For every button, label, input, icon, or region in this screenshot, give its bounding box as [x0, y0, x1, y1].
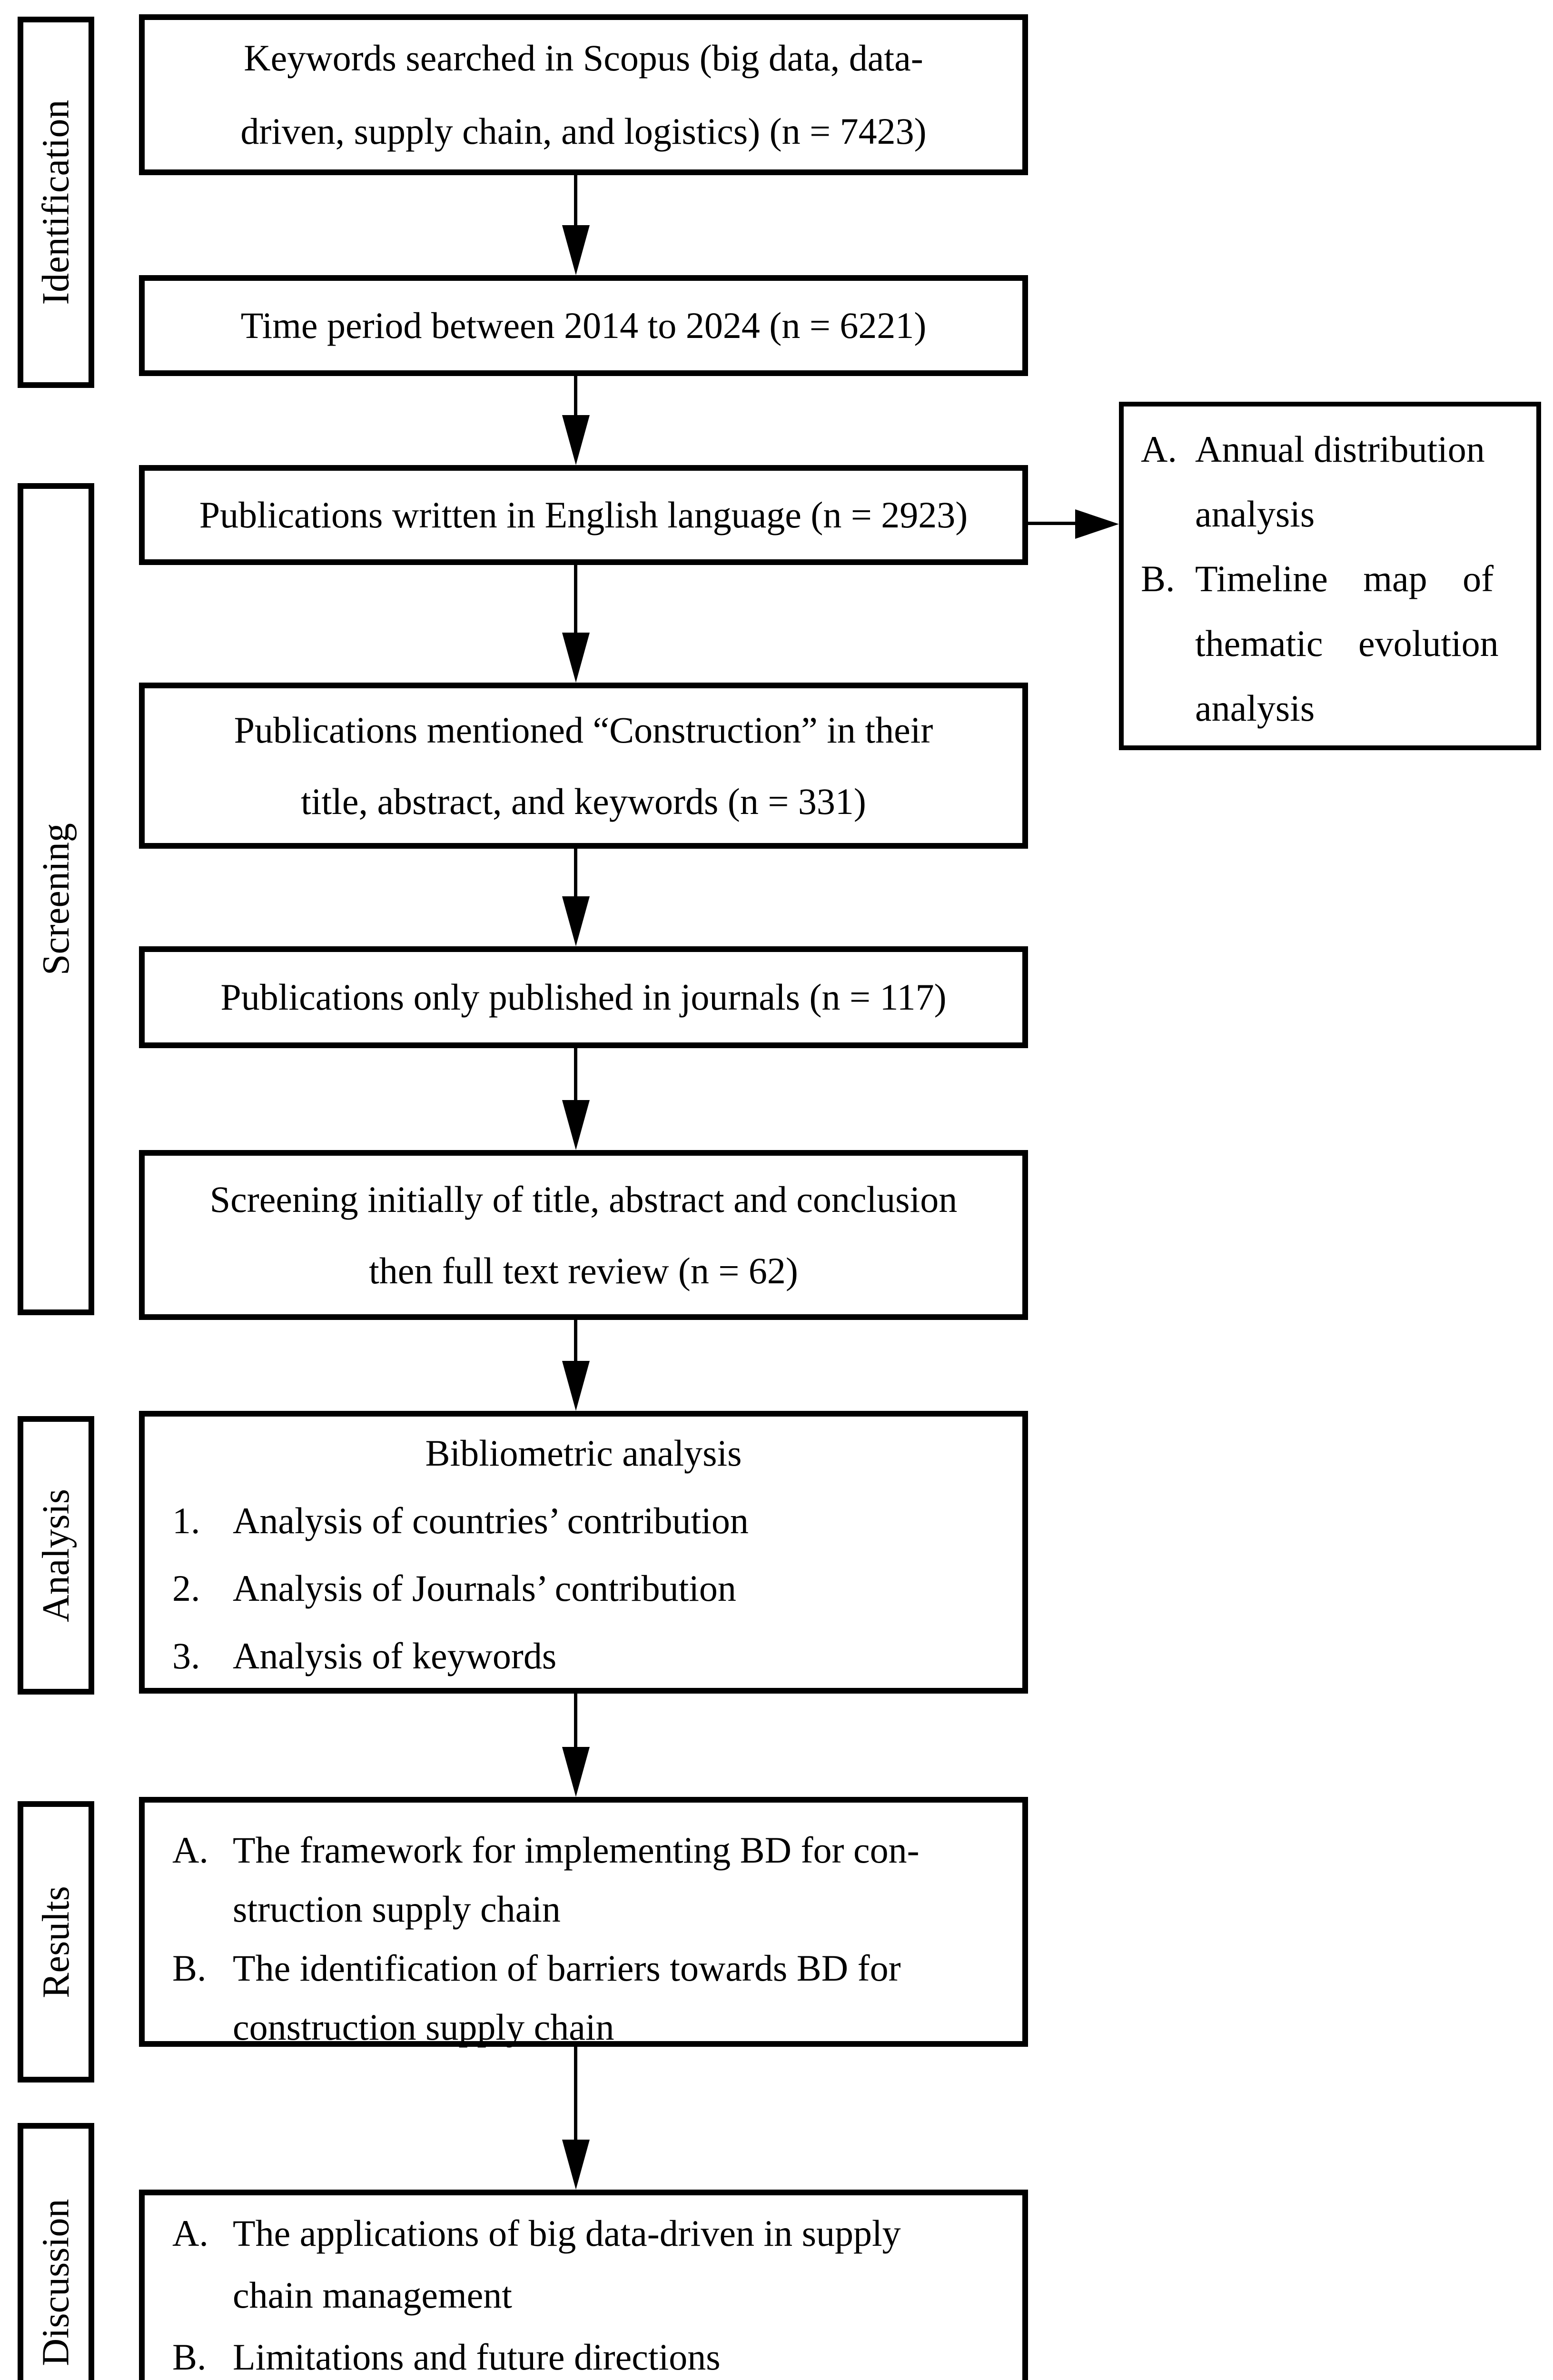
- box-construction-line-2: title, abstract, and keywords (n = 331): [301, 780, 866, 822]
- results-item-a-line-1: The framework for implementing BD for co…: [233, 1829, 920, 1871]
- arrow-down-2-stem: [574, 376, 577, 415]
- stage-box-analysis: Analysis: [18, 1416, 94, 1695]
- box-keywords-search: Keywords searched in Scopus (big data, d…: [139, 14, 1028, 175]
- bibliometric-item-1: 1. Analysis of countries’ contribution: [145, 1487, 1022, 1555]
- stage-label-discussion: Discussion: [35, 2199, 77, 2366]
- box-screening-review-line-1: Screening initially of title, abstract a…: [209, 1178, 958, 1220]
- box-bibliometric-title: Bibliometric analysis: [425, 1432, 742, 1474]
- box-results: A. The framework for implementing BD for…: [139, 1797, 1028, 2048]
- bibliometric-item-2-marker: 2.: [172, 1567, 200, 1609]
- stage-label-screening: Screening: [35, 823, 77, 975]
- side-box-item-a-marker: A.: [1141, 428, 1177, 470]
- side-box-item-a-line-2: analysis: [1195, 493, 1315, 535]
- box-bibliometric-analysis: Bibliometric analysis 1. Analysis of cou…: [139, 1411, 1028, 1694]
- discussion-item-a-line-2: chain management: [233, 2274, 512, 2316]
- arrow-down-6-head: [562, 1361, 590, 1411]
- box-english-language-line: Publications written in English language…: [199, 494, 968, 536]
- stage-label-results: Results: [35, 1885, 77, 1998]
- box-journals-only-line: Publications only published in journals …: [220, 976, 947, 1018]
- bibliometric-item-3-marker: 3.: [172, 1635, 200, 1676]
- side-box-analyses: A. Annual distribution analysis B. Timel…: [1119, 402, 1541, 750]
- stage-box-screening: Screening: [18, 483, 94, 1315]
- arrow-down-6-stem: [574, 1320, 577, 1361]
- side-box-item-b-line-3: analysis: [1195, 687, 1315, 729]
- side-box-item-b-line-1: Timeline map of: [1195, 558, 1494, 599]
- results-item-b: B. The identification of barriers toward…: [145, 1939, 1022, 1998]
- box-keywords-line-2: driven, supply chain, and logistics) (n …: [240, 110, 927, 152]
- results-item-a: A. The framework for implementing BD for…: [145, 1821, 1022, 1880]
- side-box-item-b: B. Timeline map of: [1124, 546, 1536, 611]
- box-construction-line-1: Publications mentioned “Construction” in…: [234, 709, 933, 751]
- discussion-item-a-marker: A.: [172, 2212, 208, 2254]
- bibliometric-item-3-text: Analysis of keywords: [233, 1635, 557, 1676]
- box-screening-review: Screening initially of title, abstract a…: [139, 1150, 1028, 1320]
- bibliometric-item-3: 3. Analysis of keywords: [145, 1622, 1022, 1690]
- arrow-down-7-stem: [574, 1694, 577, 1747]
- stage-box-discussion: Discussion: [18, 2123, 94, 2380]
- arrow-down-8-head: [562, 2140, 590, 2190]
- discussion-item-a-line-1: The applications of big data-driven in s…: [233, 2212, 901, 2254]
- arrow-down-4-stem: [574, 849, 577, 896]
- discussion-item-a: A. The applications of big data-driven i…: [145, 2202, 1022, 2264]
- arrow-down-3-stem: [574, 565, 577, 633]
- arrow-down-8-stem: [574, 2047, 577, 2140]
- side-box-item-a-line-1: Annual distribution: [1195, 428, 1485, 470]
- results-item-b-line-1: The identification of barriers towards B…: [233, 1947, 901, 1989]
- arrow-down-5-head: [562, 1100, 590, 1150]
- discussion-item-b: B. Limitations and future directions: [145, 2326, 1022, 2380]
- discussion-item-b-marker: B.: [172, 2336, 207, 2378]
- side-box-item-a: A. Annual distribution: [1124, 417, 1536, 482]
- bibliometric-item-2-text: Analysis of Journals’ contribution: [233, 1567, 736, 1609]
- stage-label-analysis: Analysis: [35, 1488, 77, 1622]
- arrow-down-3-head: [562, 633, 590, 683]
- arrow-down-1-head: [562, 225, 590, 275]
- box-keywords-line-1: Keywords searched in Scopus (big data, d…: [244, 37, 923, 79]
- box-english-language: Publications written in English language…: [139, 465, 1028, 565]
- stage-box-results: Results: [18, 1801, 94, 2082]
- discussion-item-b-line-1: Limitations and future directions: [233, 2336, 721, 2378]
- arrow-down-2-head: [562, 415, 590, 465]
- bibliometric-item-1-text: Analysis of countries’ contribution: [233, 1500, 749, 1541]
- results-item-a-marker: A.: [172, 1829, 208, 1871]
- stage-label-identification: Identification: [35, 99, 77, 305]
- arrow-down-1-stem: [574, 175, 577, 225]
- box-construction-mention: Publications mentioned “Construction” in…: [139, 683, 1028, 849]
- box-discussion: A. The applications of big data-driven i…: [139, 2190, 1028, 2380]
- results-item-b-marker: B.: [172, 1947, 207, 1989]
- arrow-right-head: [1075, 509, 1119, 539]
- box-journals-only: Publications only published in journals …: [139, 946, 1028, 1048]
- side-box-item-b-line-2: thematic evolution: [1195, 623, 1499, 664]
- results-item-a-line-2: struction supply chain: [233, 1888, 561, 1930]
- results-item-b-line-2: construction supply chain: [233, 2006, 614, 2048]
- arrow-down-4-head: [562, 896, 590, 946]
- box-time-period: Time period between 2014 to 2024 (n = 62…: [139, 275, 1028, 376]
- box-time-period-line: Time period between 2014 to 2024 (n = 62…: [240, 305, 927, 346]
- stage-box-identification: Identification: [18, 17, 94, 388]
- arrow-down-7-head: [562, 1747, 590, 1797]
- side-box-item-b-marker: B.: [1141, 558, 1175, 599]
- bibliometric-item-1-marker: 1.: [172, 1500, 200, 1541]
- arrow-down-5-stem: [574, 1048, 577, 1100]
- arrow-right-stem: [1028, 522, 1076, 525]
- box-screening-review-line-2: then full text review (n = 62): [369, 1250, 798, 1291]
- bibliometric-item-2: 2. Analysis of Journals’ contribution: [145, 1555, 1022, 1622]
